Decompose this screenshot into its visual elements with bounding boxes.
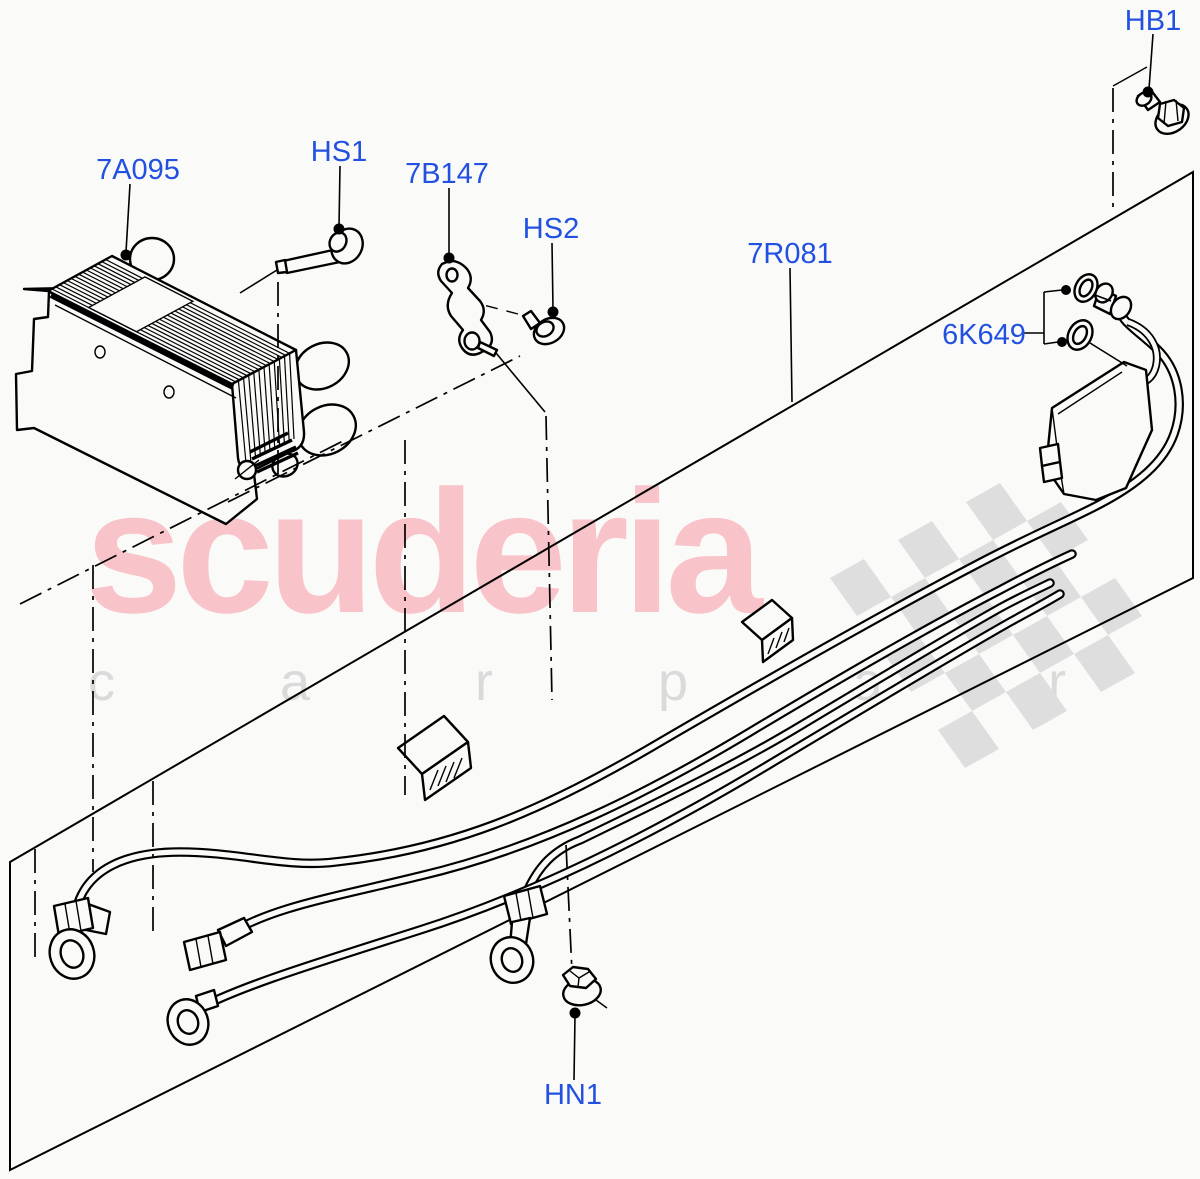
- hose-quick-connect-fittings: [48, 884, 549, 1046]
- checkered-flag-graphic: [830, 483, 1142, 768]
- cooler-plate-stripes-end: [237, 353, 295, 464]
- tube-clamp-rear: [740, 598, 795, 664]
- oil-cooler-assembly: [14, 236, 357, 526]
- tube-connector-block: [1038, 360, 1154, 502]
- mounting-panel-outline: [9, 66, 1194, 1172]
- leader-lines: [120, 33, 1154, 1081]
- part-label-HS2[interactable]: HS2: [523, 213, 579, 245]
- fasteners: [239, 87, 1190, 1009]
- bolt-HS2: [521, 309, 566, 346]
- part-label-6K649[interactable]: 6K649: [942, 319, 1026, 351]
- o-ring-seals-6K649: [1066, 273, 1128, 367]
- tube-loop-end-fitting: [1092, 282, 1161, 388]
- part-label-HB1[interactable]: HB1: [1125, 5, 1181, 37]
- construction-lines: [19, 88, 1114, 973]
- part-label-7A095[interactable]: 7A095: [96, 154, 180, 186]
- oil-cooler-tube-assembly: [71, 301, 1184, 1015]
- part-labels: 7A095 HS1 7B147 HS2 7R081 HB1 6K649 HN1: [96, 5, 1181, 1111]
- part-label-HN1[interactable]: HN1: [544, 1079, 602, 1111]
- nut-HN1: [561, 965, 608, 1009]
- part-label-7B147[interactable]: 7B147: [405, 158, 489, 190]
- bolt-HB1: [1135, 87, 1190, 136]
- part-label-HS1[interactable]: HS1: [311, 136, 367, 168]
- bracket-7B147: [437, 259, 546, 413]
- part-label-7R081[interactable]: 7R081: [747, 238, 832, 270]
- bolt-HS1: [239, 227, 364, 294]
- cooler-plate-stripes-top: [51, 258, 290, 383]
- tube-clamp-front: [396, 714, 473, 802]
